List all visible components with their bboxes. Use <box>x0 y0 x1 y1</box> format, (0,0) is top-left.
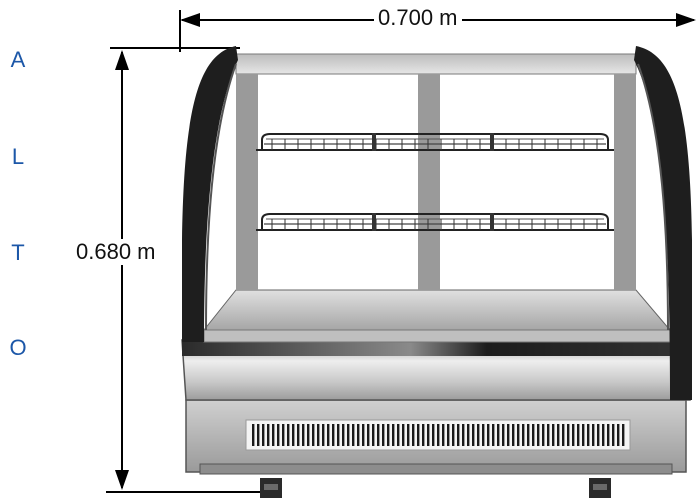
ventilation-grille <box>252 424 625 446</box>
height-dimension-line <box>106 47 260 493</box>
vertical-word-letter-1: A <box>10 47 26 72</box>
back-frame <box>235 53 637 290</box>
height-dimension-label: 0.680 m <box>74 239 158 265</box>
vertical-word-letter-3: T <box>11 240 25 265</box>
vertical-word-letter-2: L <box>11 144 25 169</box>
width-dimension-label: 0.700 m <box>374 5 462 31</box>
vertical-word-letter-4: O <box>9 335 27 360</box>
lower-body <box>181 339 691 401</box>
display-deck <box>202 289 672 343</box>
arrowhead-down-icon <box>115 470 129 490</box>
arrowhead-left-icon <box>180 13 200 27</box>
base-cabinet <box>185 399 687 475</box>
curved-glass-frame <box>182 46 692 400</box>
arrowhead-right-icon <box>676 13 696 27</box>
wire-shelves <box>256 133 614 231</box>
arrowhead-up-icon <box>115 50 129 70</box>
feet <box>260 478 611 498</box>
wire-shelf <box>256 213 614 231</box>
wire-shelf <box>256 133 614 151</box>
